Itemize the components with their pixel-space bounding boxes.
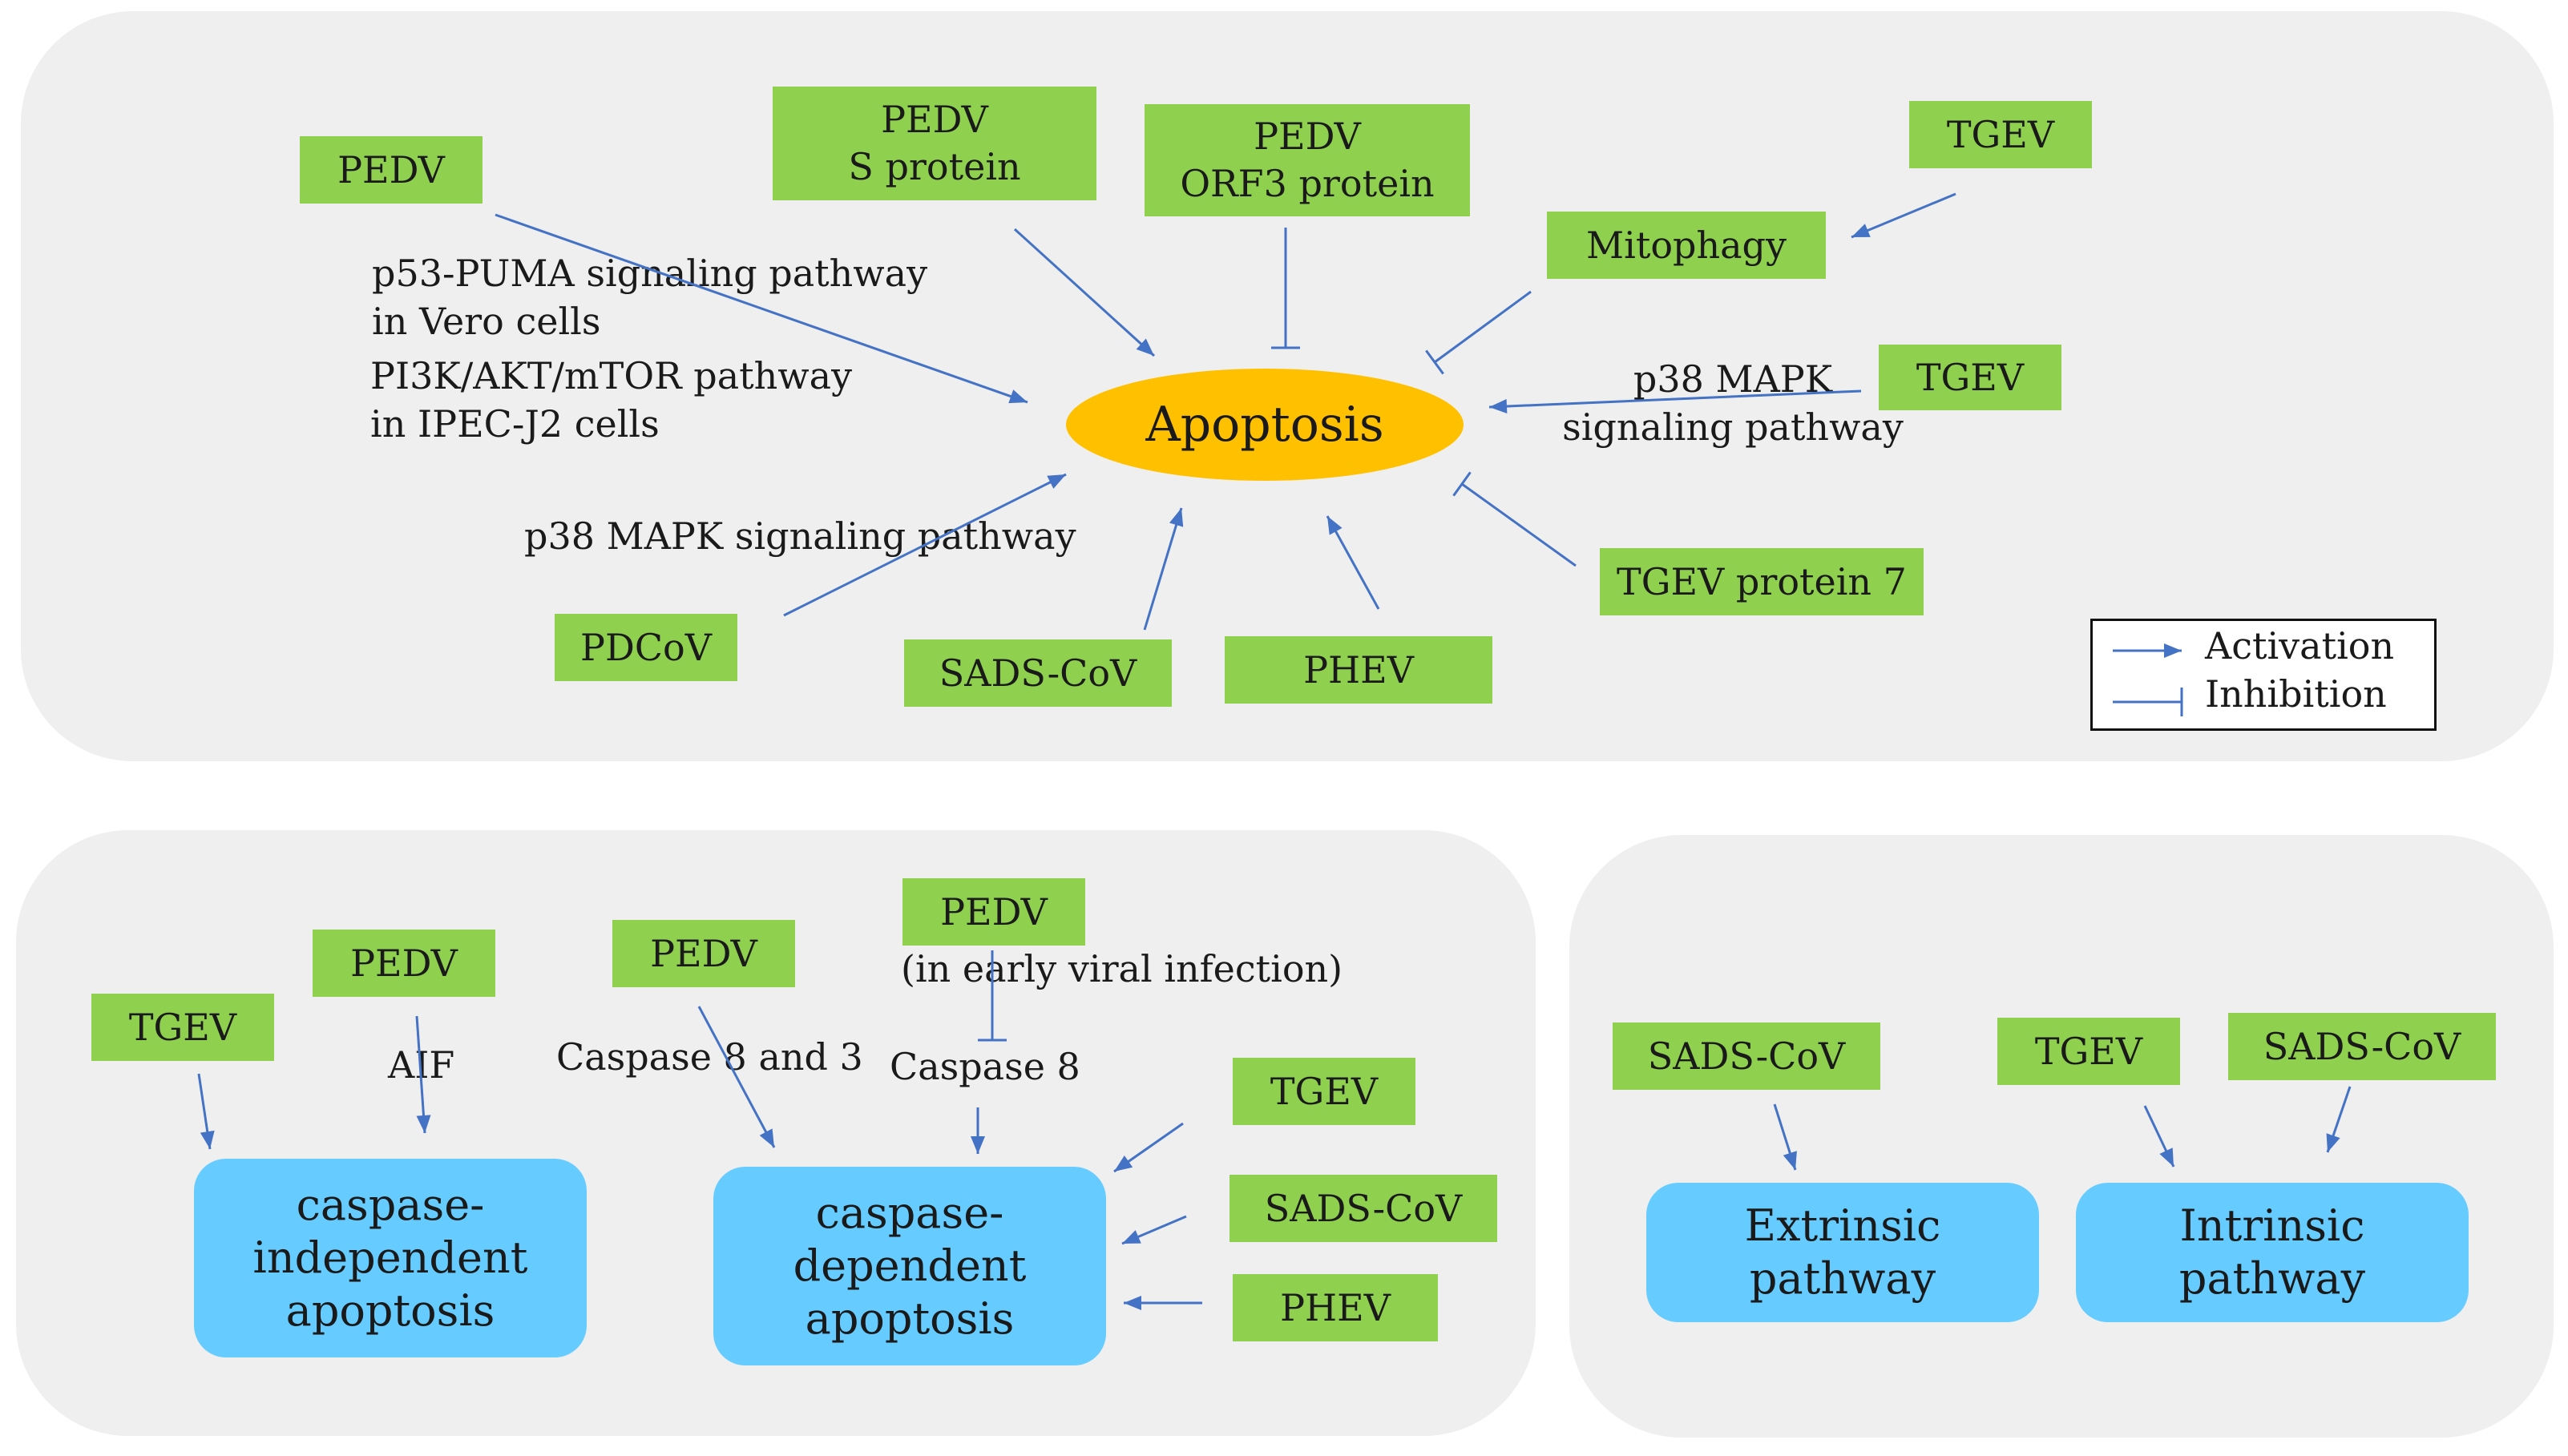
pedv-left-box: PEDV	[300, 136, 483, 204]
phev-top-box: PHEV	[1225, 636, 1492, 704]
sads-cov-to-apoptosis-arrow	[1143, 507, 1184, 631]
legend-inhibition-label: Inhibition	[2205, 672, 2387, 716]
early-infection-label: (in early viral infection)	[901, 947, 1343, 990]
caspase-8-label: Caspase 8	[890, 1045, 1080, 1088]
sads-cov-bl-box: SADS-CoV	[1229, 1175, 1497, 1242]
phev-to-apoptosis-arrow	[1326, 515, 1380, 610]
p38-mapk-left-label: p38 MAPK signaling pathway	[524, 514, 1076, 558]
pedv-early-box: PEDV	[902, 878, 1085, 946]
protein7-inhibits-apoptosis	[1452, 471, 1577, 567]
legend-activation-label: Activation	[2205, 624, 2395, 668]
sads-cov-to-extrinsic-arrow	[1773, 1103, 1797, 1171]
pedv-s-to-apoptosis-arrow	[1013, 228, 1156, 357]
tgev-to-apoptosis-arrow	[1488, 389, 1862, 414]
tgev-protein7-box: TGEV protein 7	[1600, 548, 1924, 615]
legend-activation-arrow	[2113, 643, 2182, 658]
phev-bl-box: PHEV	[1233, 1274, 1438, 1341]
tgev-top-box: TGEV	[1909, 101, 2092, 168]
legend-inhibition-bar	[2113, 688, 2183, 716]
tgev-to-independent-arrow	[197, 1073, 215, 1150]
sads-cov-br-right-box: SADS-CoV	[2228, 1013, 2496, 1080]
legend: Activation Inhibition	[2090, 619, 2437, 731]
sads-cov-to-dependent-arrow	[1121, 1215, 1187, 1245]
bottom-right-panel	[1569, 835, 2554, 1438]
mitophagy-box: Mitophagy	[1547, 212, 1826, 279]
phev-to-dependent-arrow	[1124, 1296, 1202, 1310]
caspase8-to-dependent-arrow	[971, 1107, 985, 1154]
pedv-aif-box: PEDV	[313, 930, 495, 997]
tgev-to-mitophagy-arrow	[1851, 192, 1956, 239]
tgev-bl-box: TGEV	[91, 994, 274, 1061]
pedv-caspase-box: PEDV	[612, 920, 795, 987]
tgev-br-box: TGEV	[1997, 1018, 2180, 1085]
pedv-to-independent-arrow	[415, 1015, 431, 1134]
mitophagy-inhibits-apoptosis	[1425, 290, 1532, 375]
tgev-bl-right-box: TGEV	[1233, 1058, 1415, 1125]
pdcov-to-apoptosis-arrow	[783, 473, 1067, 617]
pedv-to-dependent-arrow	[697, 1006, 776, 1148]
sads-cov-top-box: SADS-CoV	[904, 639, 1172, 707]
tgev-mid-box: TGEV	[1879, 345, 2061, 410]
tgev-to-intrinsic-arrow	[2143, 1105, 2175, 1168]
pdcov-box: PDCoV	[555, 614, 737, 681]
apoptosis-node: Apoptosis	[1066, 369, 1464, 481]
sads-cov-to-intrinsic-arrow	[2326, 1086, 2352, 1153]
caspase-8-and-3-label: Caspase 8 and 3	[556, 1035, 863, 1079]
pedv-to-apoptosis-arrow	[495, 213, 1028, 404]
tgev-to-dependent-arrow	[1113, 1122, 1184, 1173]
pedv-inhibits-caspase8	[978, 950, 1007, 1042]
orf3-inhibits-apoptosis	[1271, 228, 1300, 349]
sads-cov-br-left-box: SADS-CoV	[1613, 1022, 1880, 1090]
